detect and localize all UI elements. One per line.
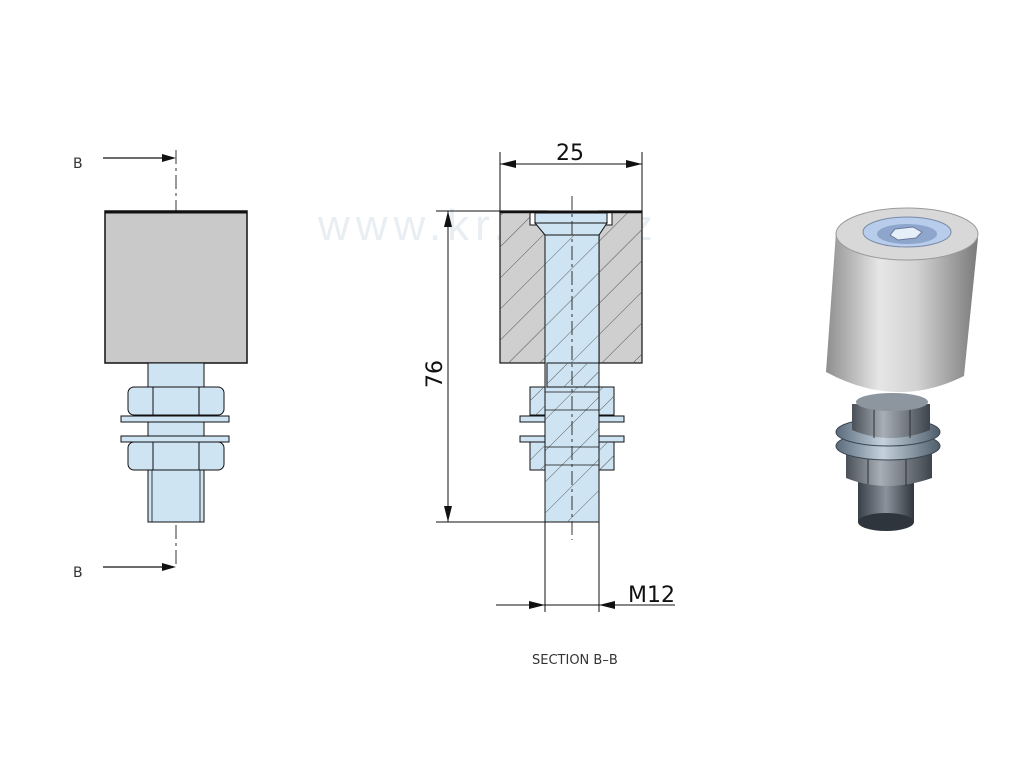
section-lower-nut bbox=[529, 441, 615, 471]
section-label-bottom: B bbox=[73, 565, 83, 581]
front-washer-2 bbox=[120, 435, 230, 443]
section-label-top: B bbox=[73, 156, 83, 172]
section-mark-bottom: B bbox=[73, 563, 176, 581]
front-cylinder-body bbox=[104, 210, 248, 364]
front-bolt-neck bbox=[147, 362, 205, 388]
thread-dimension-value: M12 bbox=[628, 583, 675, 608]
section-caption: SECTION B–B bbox=[532, 653, 618, 668]
front-upper-nut bbox=[127, 386, 225, 416]
section-upper-nut bbox=[529, 386, 615, 416]
width-dimension-value: 25 bbox=[556, 141, 584, 166]
section-bolt-head bbox=[534, 212, 608, 224]
height-dimension: 76 bbox=[423, 210, 545, 523]
front-threaded-shank bbox=[147, 469, 205, 523]
front-lower-nut bbox=[127, 441, 225, 471]
front-view: B B bbox=[73, 150, 248, 581]
front-washer-1 bbox=[120, 415, 230, 423]
section-view: www.kr......cz 25 76 bbox=[317, 141, 675, 668]
section-washers bbox=[519, 415, 625, 443]
thread-dimension: M12 bbox=[496, 522, 675, 612]
section-mark-top: B bbox=[73, 154, 176, 172]
height-dimension-value: 76 bbox=[423, 360, 448, 388]
width-dimension: 25 bbox=[499, 141, 643, 212]
leveling-foot-3d-icon bbox=[826, 207, 979, 531]
